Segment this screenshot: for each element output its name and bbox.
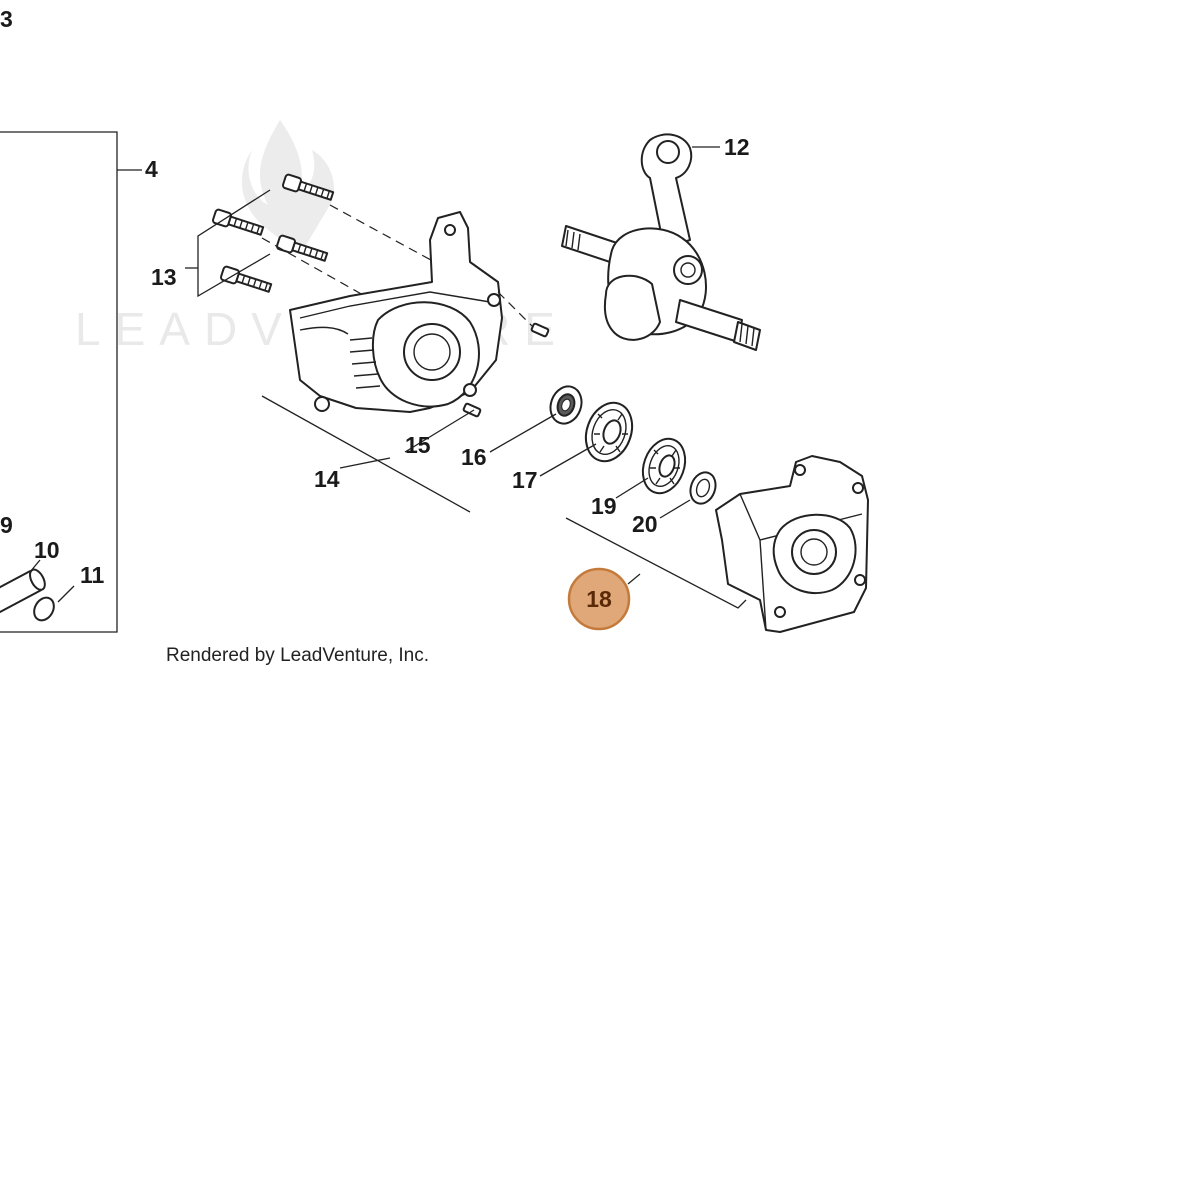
ball-bearing-17 bbox=[584, 401, 634, 463]
piston-pin-10 bbox=[0, 559, 46, 616]
crankcase-half-14 bbox=[289, 211, 503, 413]
callout-17[interactable]: 17 bbox=[512, 467, 538, 493]
render-credit: Rendered by LeadVenture, Inc. bbox=[166, 645, 429, 666]
oil-seal-20 bbox=[689, 471, 717, 505]
crankshaft-12 bbox=[561, 133, 761, 351]
callout-15[interactable]: 15 bbox=[405, 432, 431, 458]
callout-14[interactable]: 14 bbox=[314, 466, 340, 492]
callout-19[interactable]: 19 bbox=[591, 493, 617, 519]
highlight-callout-18[interactable]: 18 bbox=[567, 567, 631, 631]
ball-bearing-19 bbox=[641, 437, 687, 495]
callout-13[interactable]: 13 bbox=[151, 264, 177, 290]
assembly-bracket-4 bbox=[0, 131, 142, 633]
crankcase-half-18 bbox=[715, 455, 869, 633]
callout-16[interactable]: 16 bbox=[461, 444, 487, 470]
callout-12[interactable]: 12 bbox=[724, 134, 750, 160]
callout-3[interactable]: 3 bbox=[0, 6, 13, 32]
callout-18: 18 bbox=[586, 586, 612, 612]
bolt-group-13 bbox=[185, 173, 441, 301]
leader-lines bbox=[261, 395, 747, 609]
callout-4[interactable]: 4 bbox=[145, 156, 158, 182]
dowel-pin-15 bbox=[462, 291, 550, 418]
callout-20[interactable]: 20 bbox=[632, 511, 658, 537]
callout-9[interactable]: 9 bbox=[0, 512, 13, 538]
oil-seal-16 bbox=[549, 385, 583, 425]
callout-10[interactable]: 10 bbox=[34, 537, 60, 563]
callout-11[interactable]: 11 bbox=[80, 562, 105, 588]
highlight-marker bbox=[567, 567, 631, 631]
circlip-11 bbox=[33, 585, 75, 622]
